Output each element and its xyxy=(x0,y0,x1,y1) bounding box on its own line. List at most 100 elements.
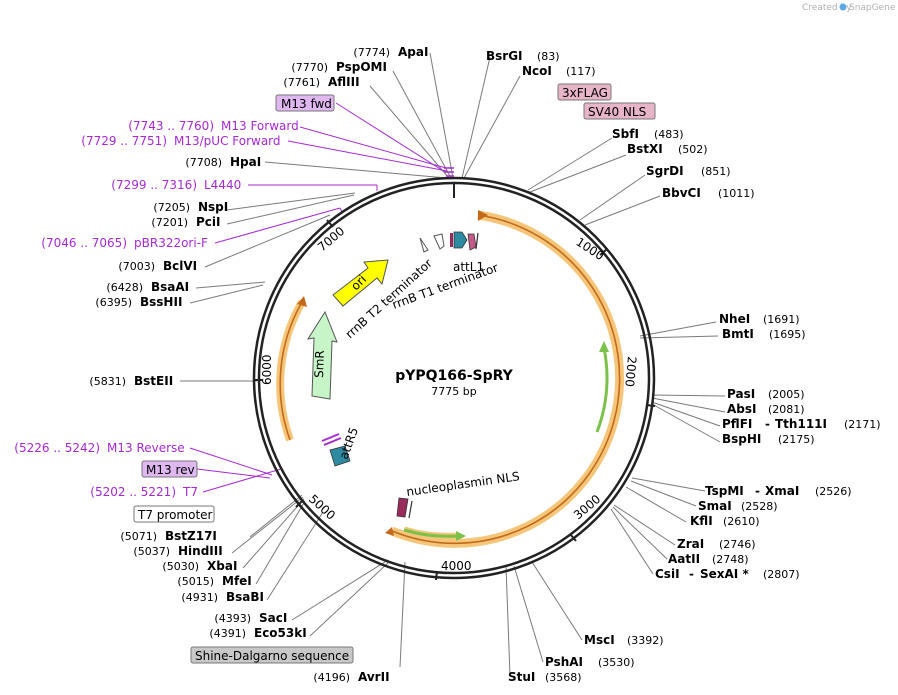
attr5-arrow-icon xyxy=(329,445,351,467)
site-pflfi[interactable]: PflFI xyxy=(722,417,752,431)
flag-tag[interactable] xyxy=(557,83,612,101)
backbone-inner xyxy=(257,181,651,575)
site-avrii[interactable]: AvrII xyxy=(358,670,390,684)
cas-orf-end-arrow xyxy=(385,527,394,536)
site-bsaai-pos: (6428) xyxy=(106,281,143,294)
m13fwd-tag[interactable] xyxy=(275,94,335,112)
site-saci[interactable]: SacI xyxy=(259,611,287,625)
snapgene-logo-icon xyxy=(839,3,847,11)
site-xmai-pos: (2526) xyxy=(815,485,852,498)
tick-2000: 2000 xyxy=(622,356,639,388)
attr5-primer-mark-2 xyxy=(323,437,342,446)
primer-m13puc-range: (7729 .. 7751) xyxy=(81,134,167,148)
site-bsphi-pos: (2175) xyxy=(778,433,815,446)
smr-arrow xyxy=(306,310,338,400)
site-nhei[interactable]: NheI xyxy=(719,312,750,326)
site-xbai-pos: (5030) xyxy=(162,560,199,573)
site-apai[interactable]: ApaI xyxy=(398,45,428,59)
site-bsrgi[interactable]: BsrGI xyxy=(486,49,523,63)
site-zrai[interactable]: ZraI xyxy=(677,537,704,551)
m13rev-tag[interactable] xyxy=(141,460,198,478)
site-bstxi[interactable]: BstXI xyxy=(627,142,663,156)
site-bmti[interactable]: BmtI xyxy=(722,327,754,341)
site-bclvi-pos: (7003) xyxy=(118,260,155,273)
site-pspomi[interactable]: PspOMI xyxy=(336,60,387,74)
site-ncoi[interactable]: NcoI xyxy=(522,64,552,78)
site-stui[interactable]: StuI xyxy=(508,670,535,684)
site-sgrdi[interactable]: SgrDI xyxy=(646,164,684,178)
site-pshai[interactable]: PshAI xyxy=(545,655,583,669)
site-nspi[interactable]: NspI xyxy=(198,200,228,214)
site-xbai[interactable]: XbaI xyxy=(207,559,237,573)
site-eco53ki-pos: (4391) xyxy=(209,627,246,640)
site-pcii[interactable]: PciI xyxy=(196,215,221,229)
site-kfli[interactable]: KflI xyxy=(690,514,713,528)
scale-ticks xyxy=(253,219,656,581)
primer-m13fwd[interactable]: M13 Forward xyxy=(221,119,299,133)
site-bbvci[interactable]: BbvCI xyxy=(662,186,701,200)
site-bclvi[interactable]: BclVI xyxy=(163,259,197,273)
shine-dalgarno-tag-label: Shine-Dalgarno sequence xyxy=(195,649,349,663)
nls-mark-2-icon xyxy=(408,500,413,519)
site-csii[interactable]: CsiI xyxy=(655,567,680,581)
green-arrow-right xyxy=(595,347,609,433)
sex-separator: - xyxy=(689,567,694,581)
site-msci[interactable]: MscI xyxy=(584,633,615,647)
site-tspmi[interactable]: TspMI xyxy=(705,484,744,498)
site-bsteii[interactable]: BstEII xyxy=(134,374,173,388)
site-pcii-pos: (7201) xyxy=(151,216,188,229)
attl1-mark-icon xyxy=(450,233,453,247)
shine-dalgarno-tag[interactable] xyxy=(190,646,354,664)
nls-arrowhead xyxy=(456,531,466,541)
flag-mark-icon xyxy=(467,233,477,251)
site-xmai[interactable]: XmaI xyxy=(765,484,799,498)
left-orf-arc xyxy=(279,301,303,441)
site-hindiii[interactable]: HindIII xyxy=(178,544,223,558)
site-sbfi[interactable]: SbfI xyxy=(612,127,639,141)
primer-t7[interactable]: T7 xyxy=(182,485,198,499)
site-aatii-pos: (2748) xyxy=(712,553,749,566)
primer-m13puc[interactable]: M13/pUC Forward xyxy=(174,134,281,148)
site-absi-pos: (2081) xyxy=(768,403,805,416)
site-sexai[interactable]: SexAI * xyxy=(700,567,749,581)
primer-m13rev-range: (5226 .. 5242) xyxy=(14,441,100,455)
site-bsphi[interactable]: BspHI xyxy=(722,432,761,446)
credit-brand: SnapGene xyxy=(849,3,896,13)
site-pspomi-pos: (7770) xyxy=(291,61,328,74)
site-sbfi-pos: (483) xyxy=(654,128,684,141)
site-afliii[interactable]: AflIII xyxy=(328,75,360,89)
primer-l4440-range: (7299 .. 7316) xyxy=(111,178,197,192)
t7-promoter-tag[interactable] xyxy=(133,505,215,523)
site-eco53ki[interactable]: Eco53kI xyxy=(254,626,307,640)
m13fwd-tag-label: M13 fwd xyxy=(281,97,332,111)
site-hpai-pos: (7708) xyxy=(185,156,222,169)
attl1-label: attL1 xyxy=(453,260,484,274)
site-bsabi[interactable]: BsaBI xyxy=(226,590,264,604)
site-hpai[interactable]: HpaI xyxy=(230,155,261,169)
xma-separator: - xyxy=(755,484,760,498)
site-smai[interactable]: SmaI xyxy=(698,499,732,513)
m13rev-tag-label: M13 rev xyxy=(146,463,195,477)
t2-terminator-icon xyxy=(419,237,429,253)
site-bstz17i[interactable]: BstZ17I xyxy=(165,529,217,543)
primer-m13rev[interactable]: M13 Reverse xyxy=(107,441,185,455)
site-mfei-pos: (5015) xyxy=(177,575,214,588)
ori-arrow xyxy=(332,259,389,307)
site-absi[interactable]: AbsI xyxy=(727,402,756,416)
sv40-tag[interactable] xyxy=(583,102,656,120)
primer-pbr322-range: (7046 .. 7065) xyxy=(41,236,127,250)
primer-l4440[interactable]: L4440 xyxy=(204,178,241,192)
site-bsshii[interactable]: BssHII xyxy=(140,295,182,309)
primer-m13fwd-range: (7743 .. 7760) xyxy=(128,119,214,133)
site-bsaai[interactable]: BsaAI xyxy=(151,280,189,294)
site-bmti-pos: (1695) xyxy=(769,328,806,341)
site-msci-pos: (3392) xyxy=(627,634,664,647)
attl1-arrow-icon xyxy=(453,231,468,249)
site-aatii[interactable]: AatII xyxy=(668,552,700,566)
primer-pbr322[interactable]: pBR322ori-F xyxy=(134,236,208,250)
site-mfei[interactable]: MfeI xyxy=(222,574,252,588)
t1-terminator-icon xyxy=(433,233,445,250)
site-zrai-pos: (2746) xyxy=(719,538,756,551)
site-tth111i[interactable]: Tth111I xyxy=(775,417,827,431)
site-pasi[interactable]: PasI xyxy=(727,387,755,401)
